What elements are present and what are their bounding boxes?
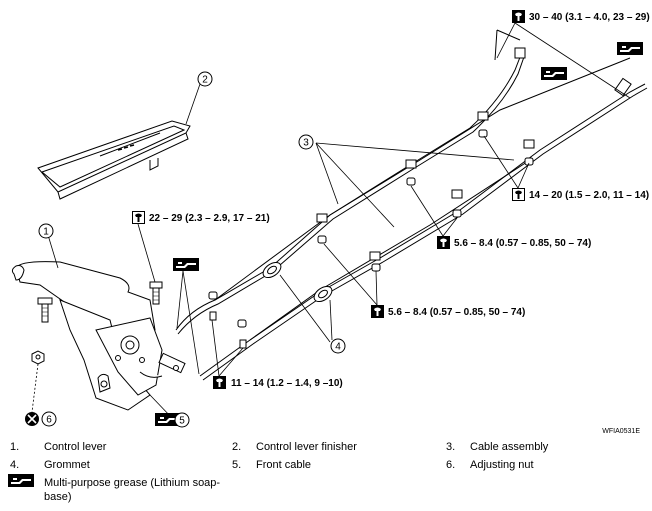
figure-id: WFIA0531E [602,428,640,435]
torque-wrench-icon [512,188,525,201]
lever-bolt-right [149,281,163,305]
leaders-torque-top [496,22,631,99]
do-not-reuse-icon [25,412,39,426]
torque-wrench-icon [512,10,525,23]
torque-wrench-icon [132,211,145,224]
front-cable-equalizer [139,352,186,378]
grommet-upper [262,261,282,279]
lever-bolt-left [37,297,53,323]
callout-6 [41,411,57,427]
leaders-torque-mid-right [483,135,530,189]
leader-2 [185,83,201,125]
callout-4-label: 4 [335,342,341,353]
torque-bottom: 11 – 14 (1.2 – 1.4, 9 –10) [231,378,343,389]
legend-num-6: 6. [446,459,456,471]
callout-1 [38,223,54,239]
legend-label-2: Control lever finisher [256,441,357,453]
torque-wrench-icon [213,376,226,389]
torque-mid-right: 14 – 20 (1.5 – 2.0, 11 – 14) [529,190,649,201]
grease-icon [8,474,34,487]
torque-mid-b: 5.6 – 8.4 (0.57 – 0.85, 50 – 74) [388,307,525,318]
legend-grease-label: Multi-purpose grease (Lithium soap-base) [44,477,221,503]
grease-icon-front-left [173,258,199,271]
grommet-lower [313,285,333,303]
leader-6 [31,363,39,413]
torque-wrench-icon [371,305,384,318]
leader-torque-left [137,223,156,283]
legend-label-3: Cable assembly [470,441,549,453]
torque-wrench-icon [437,236,450,249]
legend: 1. Control lever 2. Control lever finish… [0,436,652,511]
callout-3-label: 3 [303,138,309,149]
cable-clips [208,29,632,349]
grease-icon-rear-right [617,42,643,55]
leaders-torque-mid-a [410,185,458,237]
torque-mid-a: 5.6 – 8.4 (0.57 – 0.85, 50 – 74) [454,238,591,249]
legend-num-2: 2. [232,441,242,453]
leaders-grease-left [176,270,200,375]
legend-num-4: 4. [10,459,20,471]
torque-top: 30 – 40 (3.1 – 4.0, 23 – 29) [529,12,650,23]
legend-num-1: 1. [10,441,20,453]
leaders-3 [315,142,515,228]
control-lever-finisher [37,120,191,200]
torque-left: 22 – 29 (2.3 – 2.9, 17 – 21) [149,213,270,224]
callout-2 [197,71,213,87]
legend-num-3: 3. [446,441,456,453]
adjusting-nut [31,350,45,365]
leader-1 [47,234,59,269]
callout-3 [298,134,314,150]
leaders-torque-bottom [211,319,244,377]
legend-label-5: Front cable [256,459,312,471]
callout-1-label: 1 [43,227,49,238]
leaders-torque-mid-b [323,243,378,306]
callout-4 [330,338,346,354]
legend-label-4: Grommet [44,459,90,471]
callout-2-label: 2 [202,75,208,86]
control-lever [11,261,163,411]
grease-icon-rear-left [541,67,567,80]
callout-5-label: 5 [179,416,185,427]
legend-label-1: Control lever [44,441,107,453]
leaders-4 [279,274,333,343]
callout-6-label: 6 [46,415,52,426]
legend-num-5: 5. [232,459,242,471]
legend-label-6: Adjusting nut [470,459,534,471]
callout-5 [174,412,190,428]
